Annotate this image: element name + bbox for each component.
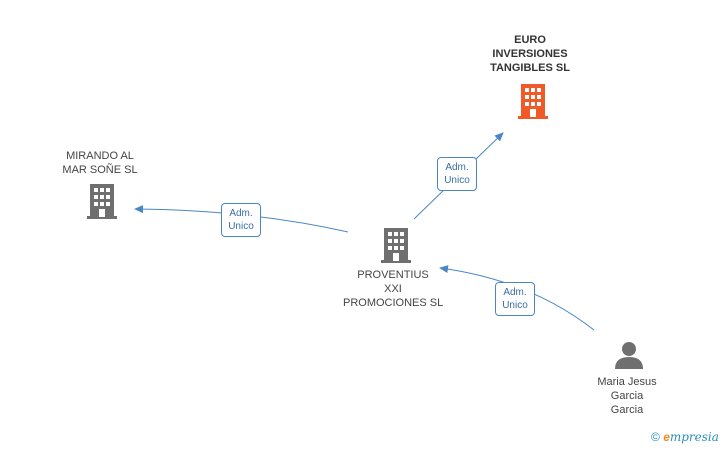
- edge-label-line: Adm.: [445, 162, 469, 173]
- edge-label-line: Unico: [228, 221, 254, 232]
- footer-brand[interactable]: © empresia: [651, 430, 719, 444]
- node-mirando-al-mar-label[interactable]: MIRANDO AL MAR SOÑE SL: [50, 149, 150, 177]
- edge-label-line: Adm.: [229, 208, 253, 219]
- brand-name: mpresia: [669, 430, 719, 444]
- edge-label-line: Unico: [444, 175, 470, 186]
- node-label-line: MIRANDO AL: [66, 150, 134, 162]
- edge-label-line: Adm.: [503, 287, 527, 298]
- building-icon[interactable]: [516, 84, 550, 120]
- building-icon[interactable]: [85, 184, 119, 220]
- person-icon[interactable]: [614, 340, 644, 370]
- node-label-line: XXI: [384, 283, 402, 295]
- node-maria-jesus-label[interactable]: Maria Jesus Garcia Garcia: [577, 375, 677, 417]
- node-label-line: PROVENTIUS: [357, 269, 429, 281]
- node-label-line: MAR SOÑE SL: [62, 164, 138, 176]
- node-label-line: TANGIBLES SL: [490, 62, 570, 74]
- brand-initial: e: [663, 430, 670, 444]
- edge-label-maria-proventius[interactable]: Adm. Unico: [495, 282, 535, 316]
- node-label-line: EURO: [514, 34, 546, 46]
- node-label-line: INVERSIONES: [492, 48, 568, 60]
- node-proventius-label[interactable]: PROVENTIUS XXI PROMOCIONES SL: [343, 268, 443, 310]
- node-euro-inversiones-label[interactable]: EURO INVERSIONES TANGIBLES SL: [480, 33, 580, 75]
- node-label-line: PROMOCIONES SL: [343, 297, 444, 309]
- edge-label-line: Unico: [502, 300, 528, 311]
- building-icon[interactable]: [379, 228, 413, 264]
- copyright-symbol: ©: [651, 430, 660, 444]
- edge-label-proventius-mirando[interactable]: Adm. Unico: [221, 203, 261, 237]
- node-label-line: Garcia: [610, 390, 644, 402]
- edge-label-proventius-euro[interactable]: Adm. Unico: [437, 157, 477, 191]
- node-label-line: Garcia: [610, 404, 644, 416]
- node-label-line: Maria Jesus: [597, 376, 657, 388]
